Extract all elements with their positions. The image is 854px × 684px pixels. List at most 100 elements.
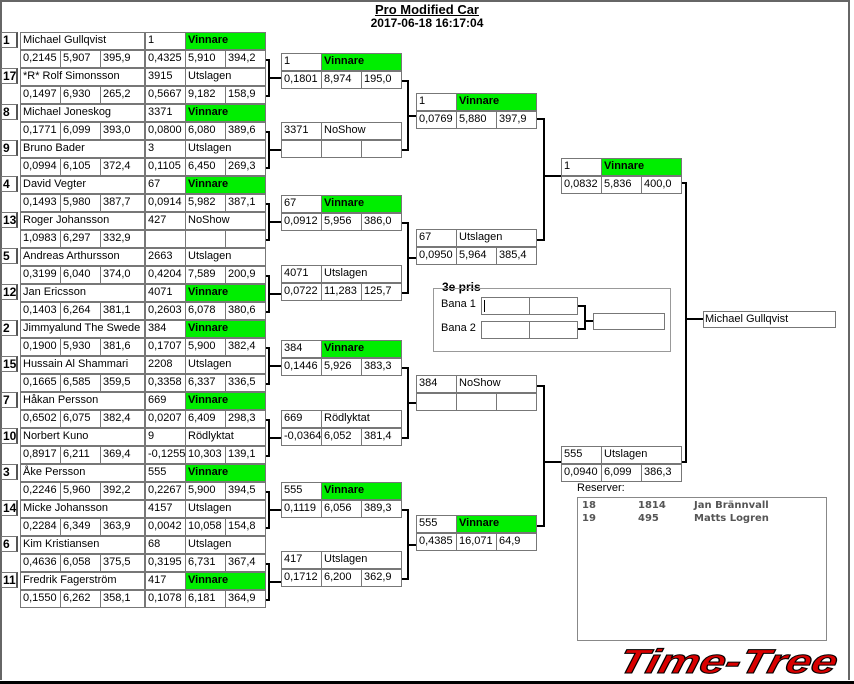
qual-et: 6,297 [60,230,101,248]
racer-number: 669 [281,410,322,428]
seed-number: 3 [1,464,18,480]
qual-et: 6,264 [60,302,101,320]
racer-number: 384 [416,375,457,393]
connector-line [268,293,281,295]
racer-name: Åke Persson [20,464,145,482]
reaction-time: 0,1712 [281,569,322,587]
third-place-title: 3e pris [440,280,483,294]
et-time [185,230,226,248]
speed: 386,0 [361,213,402,231]
speed: 380,6 [225,302,266,320]
connector-line [402,578,409,580]
connector-line [407,257,416,259]
speed: 381,4 [361,428,402,446]
reaction-time: 0,0950 [416,247,457,265]
et-time [321,140,362,158]
lane1-input[interactable] [481,297,530,315]
name-row: Fredrik Fagerström [20,572,145,590]
connector-line [402,222,409,224]
result-status: Utslagen [601,446,682,464]
connector-line [682,182,687,184]
result-status: Utslagen [321,551,402,569]
name-row: Micke Johansson [20,500,145,518]
reaction-time: 0,0912 [281,213,322,231]
qual-speed: 374,0 [100,266,145,284]
third-place-lane1-box[interactable] [481,297,578,315]
third-place-lane2-box[interactable] [481,321,578,339]
seed-number: 4 [1,176,18,192]
result-status: Vinnare [321,53,402,71]
racer-number: 68 [145,536,186,554]
et-time: 16,071 [456,533,497,551]
lane2-cell[interactable] [529,321,578,339]
et-time: 5,964 [456,247,497,265]
reaction-time: 0,3195 [145,554,186,572]
qual-speed: 381,1 [100,302,145,320]
svg-text:Time-Tree: Time-Tree [615,644,842,680]
speed: 397,9 [496,111,537,129]
third-place-result[interactable] [593,313,665,330]
racer-number: 67 [416,229,457,247]
lane1-cell[interactable] [529,297,578,315]
name-row: Jimmyalund The Swede [20,320,145,338]
qual-et: 6,349 [60,518,101,536]
racer-number: 555 [281,482,322,500]
qual-et: 5,960 [60,482,101,500]
racer-number: 9 [145,428,186,446]
qual-et: 6,058 [60,554,101,572]
connector-line [268,77,281,79]
seed-number: 15 [1,356,18,372]
reaction-time: -0,1255 [145,446,186,464]
speed: 400,0 [641,176,682,194]
racer-name: Jimmyalund The Swede [20,320,145,338]
speed [496,393,537,411]
name-row: Michael Gullqvist [20,32,145,50]
name-row: Åke Persson [20,464,145,482]
result-status: Vinnare [601,158,682,176]
reaction-time: 0,1801 [281,71,322,89]
qual-reaction: 0,4636 [20,554,61,572]
qual-reaction: 0,2145 [20,50,61,68]
reaction-time: 0,0207 [145,410,186,428]
third-place-group [433,288,671,352]
seed-number: 14 [1,500,18,516]
et-time: 6,409 [185,410,226,428]
reaction-time: 0,0722 [281,283,322,301]
racer-name: Michael Gullqvist [20,32,145,50]
lane2-input[interactable] [481,321,530,339]
speed: 394,2 [225,50,266,68]
et-time: 5,880 [456,111,497,129]
seed-number: 1 [1,32,18,48]
qual-speed: 265,2 [100,86,145,104]
connector-line [268,149,281,151]
qual-et: 6,105 [60,158,101,176]
connector-line [402,292,409,294]
connector-line [543,118,545,241]
et-time: 11,283 [321,283,362,301]
speed: 158,9 [225,86,266,104]
